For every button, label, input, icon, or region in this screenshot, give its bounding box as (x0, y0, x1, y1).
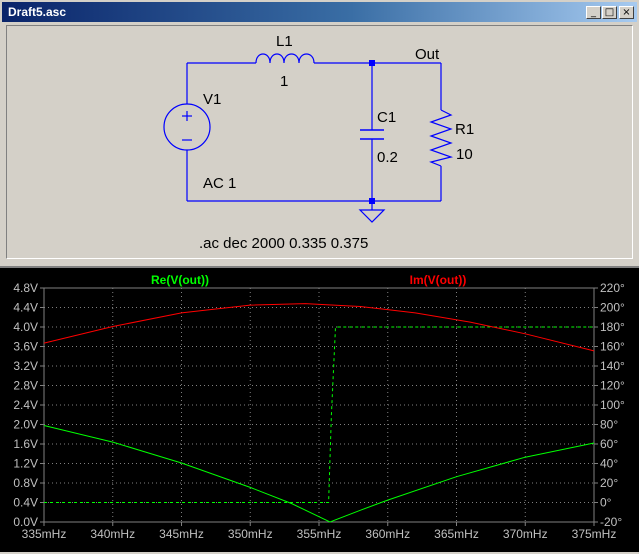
capacitor-value[interactable]: 0.2 (377, 149, 398, 166)
y-right-tick-label: 100° (600, 398, 625, 412)
inductor-symbol[interactable] (255, 53, 315, 64)
y-right-tick-label: 80° (600, 418, 618, 432)
schematic-canvas[interactable]: L1 1 V1 AC 1 C1 0.2 R1 10 Out .ac dec 20… (6, 25, 633, 259)
inductor-name[interactable]: L1 (276, 33, 293, 50)
y-right-tick-label: 120° (600, 379, 625, 393)
resistor-value[interactable]: 10 (456, 146, 473, 163)
trace-im-vout (43, 303, 595, 352)
y-right-tick-label: -20° (600, 515, 622, 529)
x-tick-label: 335mHz (22, 527, 67, 541)
source-value[interactable]: AC 1 (203, 175, 236, 192)
waveform-viewer[interactable]: Re(V(out)) Im(V(out)) 335mHz 340mHz 345mHz… (0, 266, 639, 552)
maximize-button[interactable]: □ (602, 6, 617, 19)
y-left-tick-label: 2.0V (13, 418, 38, 432)
x-tick-label: 360mHz (365, 527, 410, 541)
y-right-tick-label: 60° (600, 437, 618, 451)
waveform-chart[interactable]: Re(V(out)) Im(V(out)) 335mHz 340mHz 345mHz… (0, 268, 639, 554)
y-right-tick-label: 40° (600, 457, 618, 471)
net-label-out[interactable]: Out (415, 46, 440, 63)
y-left-tick-label: 2.8V (13, 379, 38, 393)
x-tick-label: 365mHz (434, 527, 479, 541)
schematic-window: Draft5.asc _ □ × (0, 0, 639, 264)
x-tick-label: 375mHz (572, 527, 617, 541)
y-left-tick-label: 4.0V (13, 320, 38, 334)
resistor-symbol[interactable] (429, 109, 454, 167)
x-tick-label: 370mHz (503, 527, 548, 541)
capacitor-symbol[interactable] (360, 129, 384, 140)
minimize-button[interactable]: _ (586, 6, 601, 19)
x-tick-label: 355mHz (297, 527, 342, 541)
y-right-tick-label: 20° (600, 476, 618, 490)
y-right-tick-label: 0° (600, 496, 612, 510)
title-bar[interactable]: Draft5.asc _ □ × (2, 2, 637, 22)
y-left-tick-label: 1.6V (13, 437, 38, 451)
y-left-tick-label: 0.4V (13, 496, 38, 510)
inductor-value[interactable]: 1 (280, 73, 288, 90)
window-title: Draft5.asc (8, 5, 67, 19)
source-name[interactable]: V1 (203, 91, 221, 108)
y-right-tick-label: 140° (600, 359, 625, 373)
trace-re-vout-phase (44, 326, 594, 503)
schematic-drawing: L1 1 V1 AC 1 C1 0.2 R1 10 Out .ac dec 20… (163, 33, 474, 252)
legend-re-vout[interactable]: Re(V(out)) (151, 273, 209, 287)
y-right-tick-label: 220° (600, 281, 625, 295)
trace-re-vout (43, 425, 595, 523)
y-left-tick-label: 3.6V (13, 340, 38, 354)
close-button[interactable]: × (619, 6, 634, 19)
x-tick-label: 345mHz (159, 527, 204, 541)
voltage-source-symbol[interactable] (163, 103, 211, 151)
y-left-tick-label: 3.2V (13, 359, 38, 373)
y-left-tick-label: 0.8V (13, 476, 38, 490)
legend-im-vout[interactable]: Im(V(out)) (410, 273, 467, 287)
spice-directive[interactable]: .ac dec 2000 0.335 0.375 (199, 235, 368, 252)
y-right-tick-label: 200° (600, 301, 625, 315)
y-right-tick-label: 160° (600, 340, 625, 354)
y-left-tick-label: 2.4V (13, 398, 38, 412)
y-right-tick-label: 180° (600, 320, 625, 334)
y-left-tick-label: 4.8V (13, 281, 38, 295)
x-tick-label: 340mHz (90, 527, 135, 541)
capacitor-name[interactable]: C1 (377, 109, 396, 126)
y-left-tick-label: 1.2V (13, 457, 38, 471)
resistor-name[interactable]: R1 (455, 121, 474, 138)
y-left-tick-label: 0.0V (13, 515, 38, 529)
x-tick-label: 350mHz (228, 527, 273, 541)
junction-dot-top (369, 60, 375, 66)
junction-dot-bottom (369, 198, 375, 204)
wires (186, 62, 442, 210)
ground-symbol[interactable] (358, 209, 386, 223)
y-left-tick-label: 4.4V (13, 301, 38, 315)
